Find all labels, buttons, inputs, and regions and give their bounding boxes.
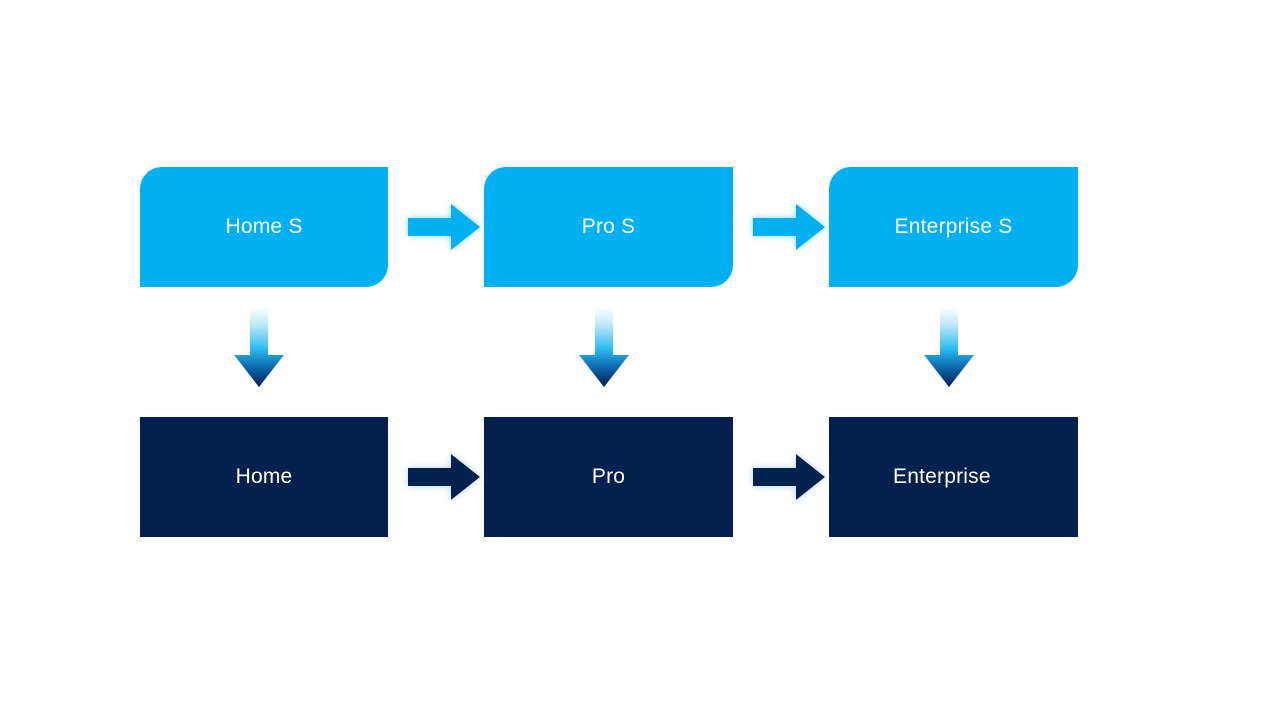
node-home-s[interactable]: Home S [140,167,388,287]
arrow-right-home-s-to-pro-s-icon [404,199,484,255]
node-enterprise-s[interactable]: Enterprise S [829,167,1078,287]
arrow-down-enterprise-s-to-enterprise-icon [918,305,980,391]
node-pro-s[interactable]: Pro S [484,167,733,287]
node-enterprise[interactable]: Enterprise [829,417,1078,537]
node-enterprise-s-label: Enterprise S [894,215,1013,239]
arrow-right-pro-s-to-enterprise-s-icon [749,199,829,255]
node-pro-label: Pro [591,465,626,489]
arrow-right-pro-to-enterprise-icon [749,449,829,505]
node-home-s-label: Home S [225,215,303,239]
arrow-down-home-s-to-home-icon [228,305,290,391]
arrow-down-pro-s-to-pro-icon [573,305,635,391]
node-pro-s-label: Pro S [581,215,636,239]
node-home[interactable]: Home [140,417,388,537]
arrow-right-home-to-pro-icon [404,449,484,505]
node-pro[interactable]: Pro [484,417,733,537]
node-enterprise-label: Enterprise [893,465,991,489]
node-home-label: Home [235,465,293,489]
